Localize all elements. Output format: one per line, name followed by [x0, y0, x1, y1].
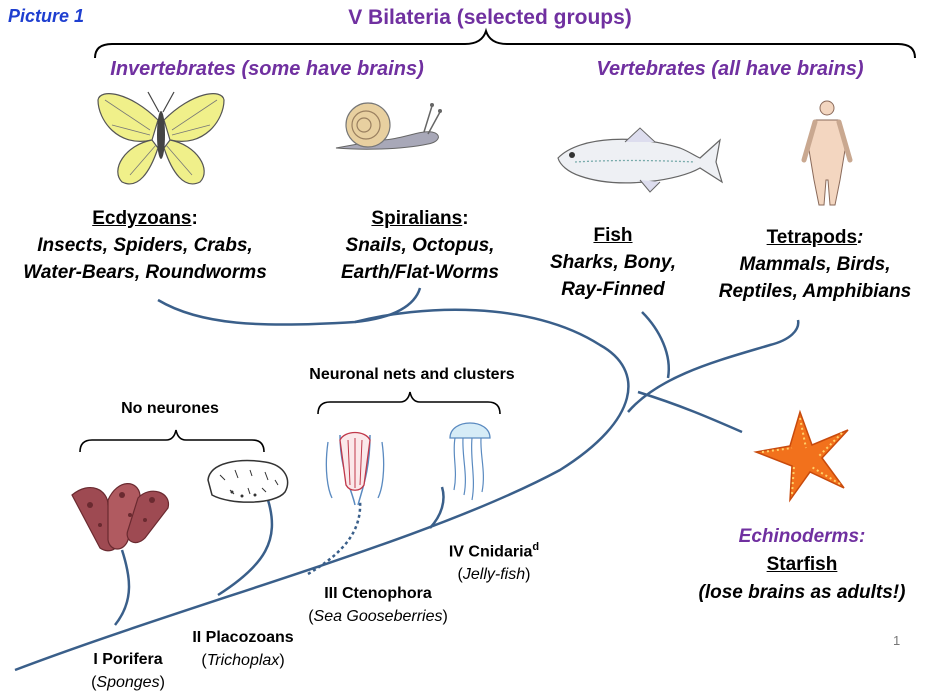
- ctenophora-label: III Ctenophora (Sea Gooseberries): [308, 582, 448, 628]
- starfish-icon: [753, 409, 849, 503]
- branch-placozoans: [217, 499, 274, 597]
- branch-porifera: [114, 549, 131, 626]
- branch-invertebrates: [157, 287, 422, 326]
- branch-vertebrates: [627, 319, 800, 413]
- neuronal-brace: [317, 391, 501, 415]
- tetrapods-heading: Tetrapods: [766, 227, 858, 248]
- ecdyzoans-line2: Water-Bears, Roundworms: [23, 262, 267, 283]
- ecdyzoans-line1: Insects, Spiders, Crabs,: [37, 235, 253, 256]
- placozoans-common: Trichoplax: [206, 652, 280, 669]
- porifera-paren-open: (: [91, 674, 97, 691]
- porifera-label: I Porifera (Sponges): [91, 648, 165, 694]
- placozoans-paren-open: (: [201, 652, 207, 669]
- fish-icon: [557, 127, 724, 193]
- branch-cnidaria: [429, 486, 445, 529]
- fish-line2: Ray-Finned: [561, 279, 665, 300]
- human-icon: [801, 100, 853, 206]
- ecdyzoans-colon: :: [191, 208, 198, 229]
- diagram-title: V Bilateria (selected groups): [348, 6, 632, 29]
- cnidaria-sup: d: [532, 541, 540, 553]
- cnidaria-paren-open: (: [457, 566, 463, 584]
- no-neurones-label: No neurones: [121, 400, 219, 417]
- vertebrates-title: Vertebrates (all have brains): [596, 58, 864, 80]
- trichoplax-icon: [207, 459, 289, 503]
- branch-echinoderms: [637, 390, 743, 434]
- placozoans-label: II Placozoans (Trichoplax): [192, 626, 293, 672]
- no-neurones-brace: [79, 429, 265, 453]
- porifera-name: I Porifera: [93, 651, 163, 668]
- comb-jelly-icon: [325, 431, 385, 506]
- ctenophora-paren-close: ): [442, 608, 448, 625]
- tetrapods-group: Tetrapods: Mammals, Birds, Reptiles, Amp…: [719, 224, 912, 305]
- cnidaria-common: Jelly-fish: [462, 566, 526, 584]
- placozoans-paren-close: ): [279, 652, 285, 669]
- invertebrates-title: Invertebrates (some have brains): [110, 58, 424, 80]
- fish-line1: Sharks, Bony,: [549, 252, 677, 273]
- cnidaria-paren-close: ): [525, 566, 531, 584]
- branch-ctenophora: [307, 499, 362, 576]
- tetrapods-line1: Mammals, Birds,: [739, 254, 891, 275]
- echinoderms-note: (lose brains as adults!): [698, 582, 906, 603]
- porifera-common: Sponges: [96, 674, 160, 691]
- page-number: 1: [893, 633, 901, 648]
- bilateria-brace: [94, 27, 916, 59]
- spiralians-line2: Earth/Flat-Worms: [340, 262, 500, 283]
- tree-trunk: [14, 308, 630, 672]
- butterfly-icon: [97, 91, 225, 185]
- echinoderms-group: Echinoderms: Starfish (lose brains as ad…: [699, 523, 906, 607]
- picture-label: Picture 1: [8, 6, 85, 26]
- echinoderms-heading: Starfish: [766, 554, 838, 575]
- spiralians-heading: Spiralians: [371, 208, 463, 229]
- echinoderms-title: Echinoderms:: [738, 526, 866, 547]
- sponge-icon: [71, 483, 169, 552]
- tetrapods-line2: Reptiles, Amphibians: [718, 281, 912, 302]
- spiralians-line1: Snails, Octopus,: [345, 235, 495, 256]
- neuronal-nets-label: Neuronal nets and clusters: [309, 366, 515, 383]
- fish-heading: Fish: [593, 225, 633, 246]
- snail-icon: [335, 102, 442, 150]
- cnidaria-label: IV Cnidariad (Jelly-fish): [449, 536, 539, 586]
- cnidaria-name: IV Cnidaria: [448, 543, 533, 561]
- spiralians-group: Spiralians: Snails, Octopus, Earth/Flat-…: [341, 205, 499, 286]
- ctenophora-paren-open: (: [308, 608, 314, 625]
- spiralians-colon: :: [462, 208, 469, 229]
- ecdyzoans-heading: Ecdyzoans: [92, 208, 192, 229]
- ecdyzoans-group: Ecdyzoans: Insects, Spiders, Crabs, Wate…: [23, 205, 267, 286]
- ctenophora-common: Sea Gooseberries: [313, 608, 443, 625]
- fish-group: Fish Sharks, Bony, Ray-Finned: [550, 222, 676, 303]
- porifera-paren-close: ): [159, 674, 165, 691]
- branch-fish: [641, 311, 671, 379]
- ctenophora-name: III Ctenophora: [324, 585, 432, 602]
- jellyfish-icon: [449, 422, 491, 501]
- tetrapods-colon: :: [857, 227, 864, 248]
- placozoans-name: II Placozoans: [192, 629, 294, 646]
